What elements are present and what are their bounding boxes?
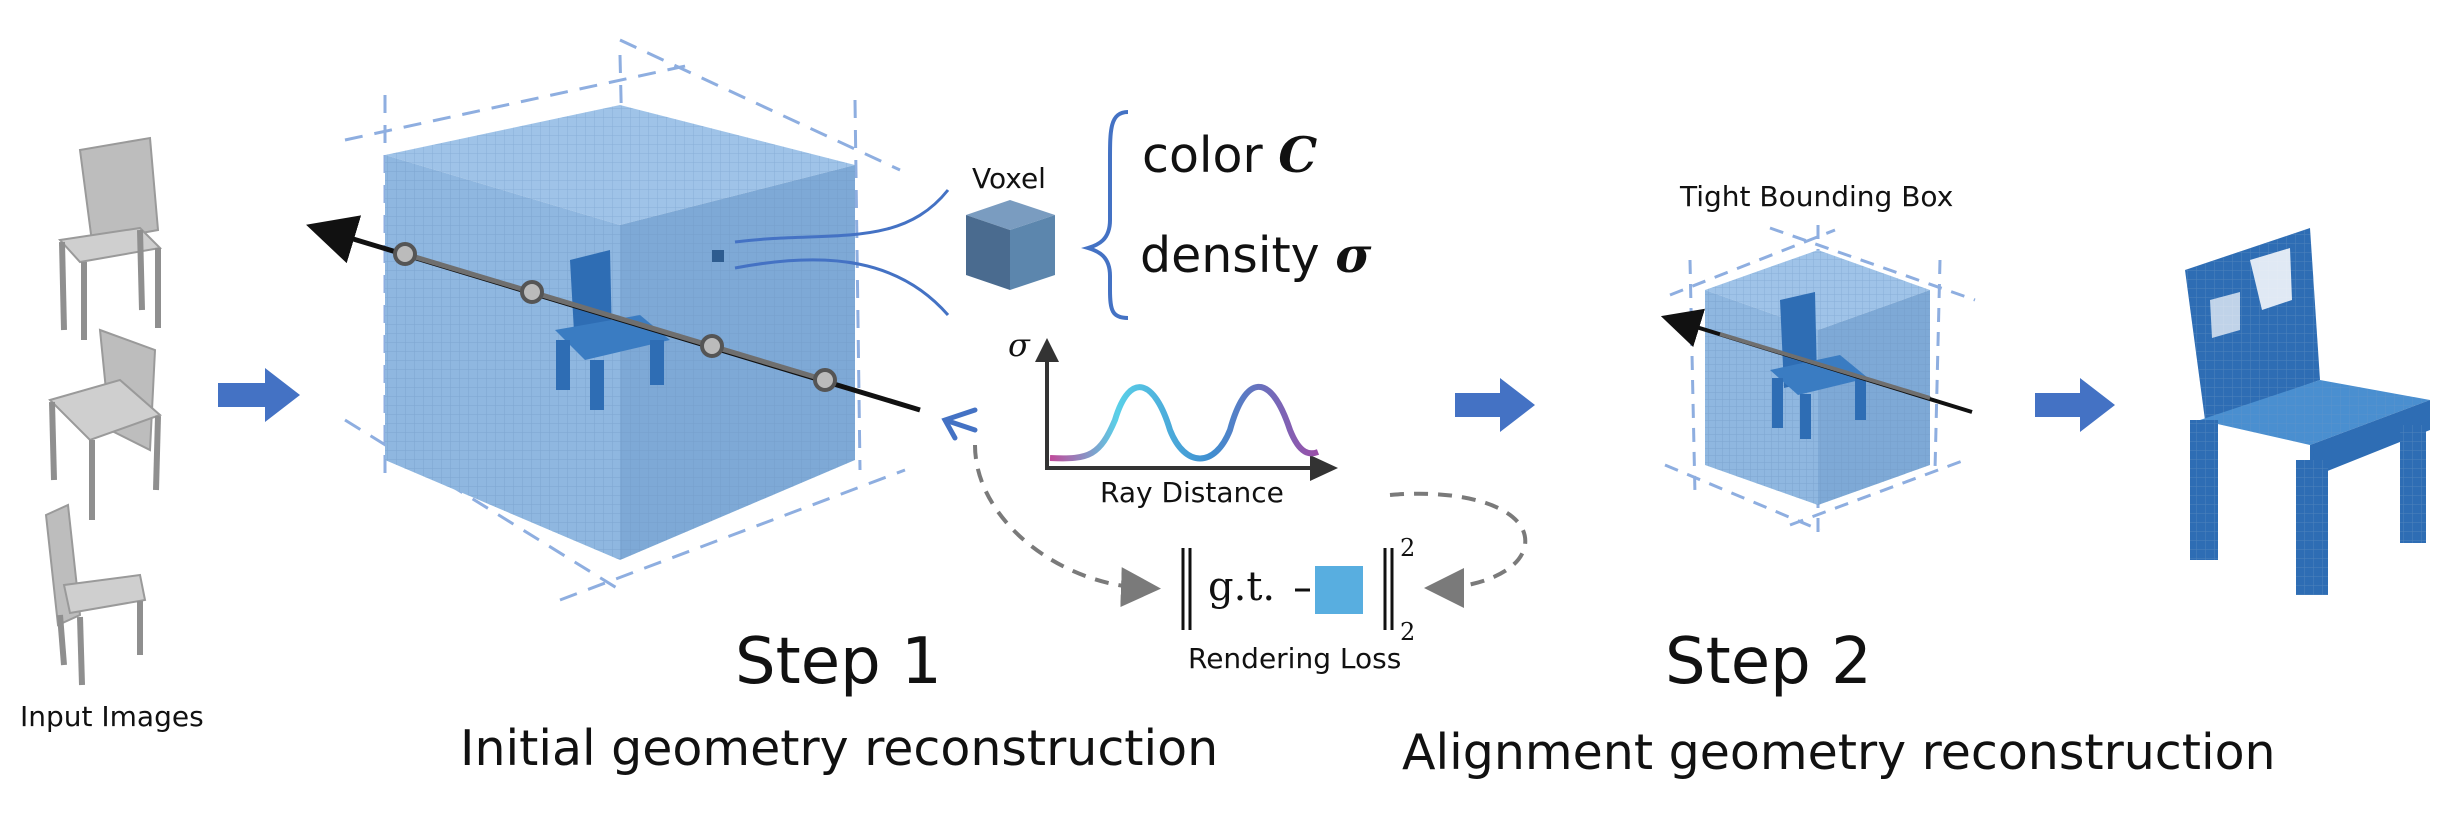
- sigma-axis-label: σ: [1008, 326, 1030, 364]
- input-chair-front: [58, 136, 163, 340]
- rendering-loss-formula: [1181, 548, 1394, 630]
- flow-arrow-3: [2035, 378, 2115, 432]
- brace-icon: [1081, 110, 1129, 320]
- step2-caption: Alignment geometry reconstruction: [1402, 724, 2276, 781]
- voxel-grid-cube: [344, 38, 906, 602]
- density-word: density: [1140, 227, 1320, 284]
- color-word: color: [1142, 127, 1263, 184]
- tight-bbox-cube: [1660, 225, 1976, 540]
- density-property: density σ: [1140, 226, 1371, 284]
- ray-distance-label: Ray Distance: [1100, 476, 1284, 509]
- input-chair-side: [48, 328, 162, 520]
- sample-point: [393, 242, 417, 266]
- step1-title: Step 1: [735, 625, 942, 699]
- predicted-pixel: [1315, 566, 1363, 614]
- flow-arrow-1: [218, 368, 300, 422]
- density-plot: [1035, 338, 1338, 481]
- zoom-lines: [734, 189, 950, 316]
- highlighted-voxel: [712, 250, 724, 262]
- input-chair-back: [44, 503, 147, 686]
- sample-point: [520, 280, 544, 304]
- tight-bounding-box-label: Tight Bounding Box: [1680, 180, 1954, 213]
- density-symbol: σ: [1335, 226, 1372, 284]
- loss-arrow-right: [1389, 491, 1528, 608]
- sample-point: [813, 368, 837, 392]
- step2-title: Step 2: [1665, 625, 1872, 699]
- color-property: color C: [1142, 126, 1317, 184]
- rendering-loss-label: Rendering Loss: [1188, 642, 1402, 675]
- loss-arrow-left: [973, 444, 1161, 608]
- flow-arrow-2: [1455, 378, 1535, 432]
- eye-icon: [941, 407, 978, 441]
- color-symbol: C: [1278, 126, 1318, 184]
- sample-point: [700, 334, 724, 358]
- final-voxel-chair: [2185, 228, 2430, 595]
- loss-norm-exponent: 2: [1400, 534, 1416, 562]
- voxel-chair-small: [1770, 292, 1868, 439]
- voxel-label: Voxel: [972, 162, 1046, 195]
- voxel-cube-icon: [966, 200, 1055, 290]
- step1-caption: Initial geometry reconstruction: [460, 720, 1219, 777]
- loss-norm-subscript: 2: [1400, 618, 1416, 646]
- camera-ray: [306, 215, 921, 413]
- loss-gt-label: g.t.: [1208, 564, 1276, 610]
- input-images-label: Input Images: [20, 700, 204, 733]
